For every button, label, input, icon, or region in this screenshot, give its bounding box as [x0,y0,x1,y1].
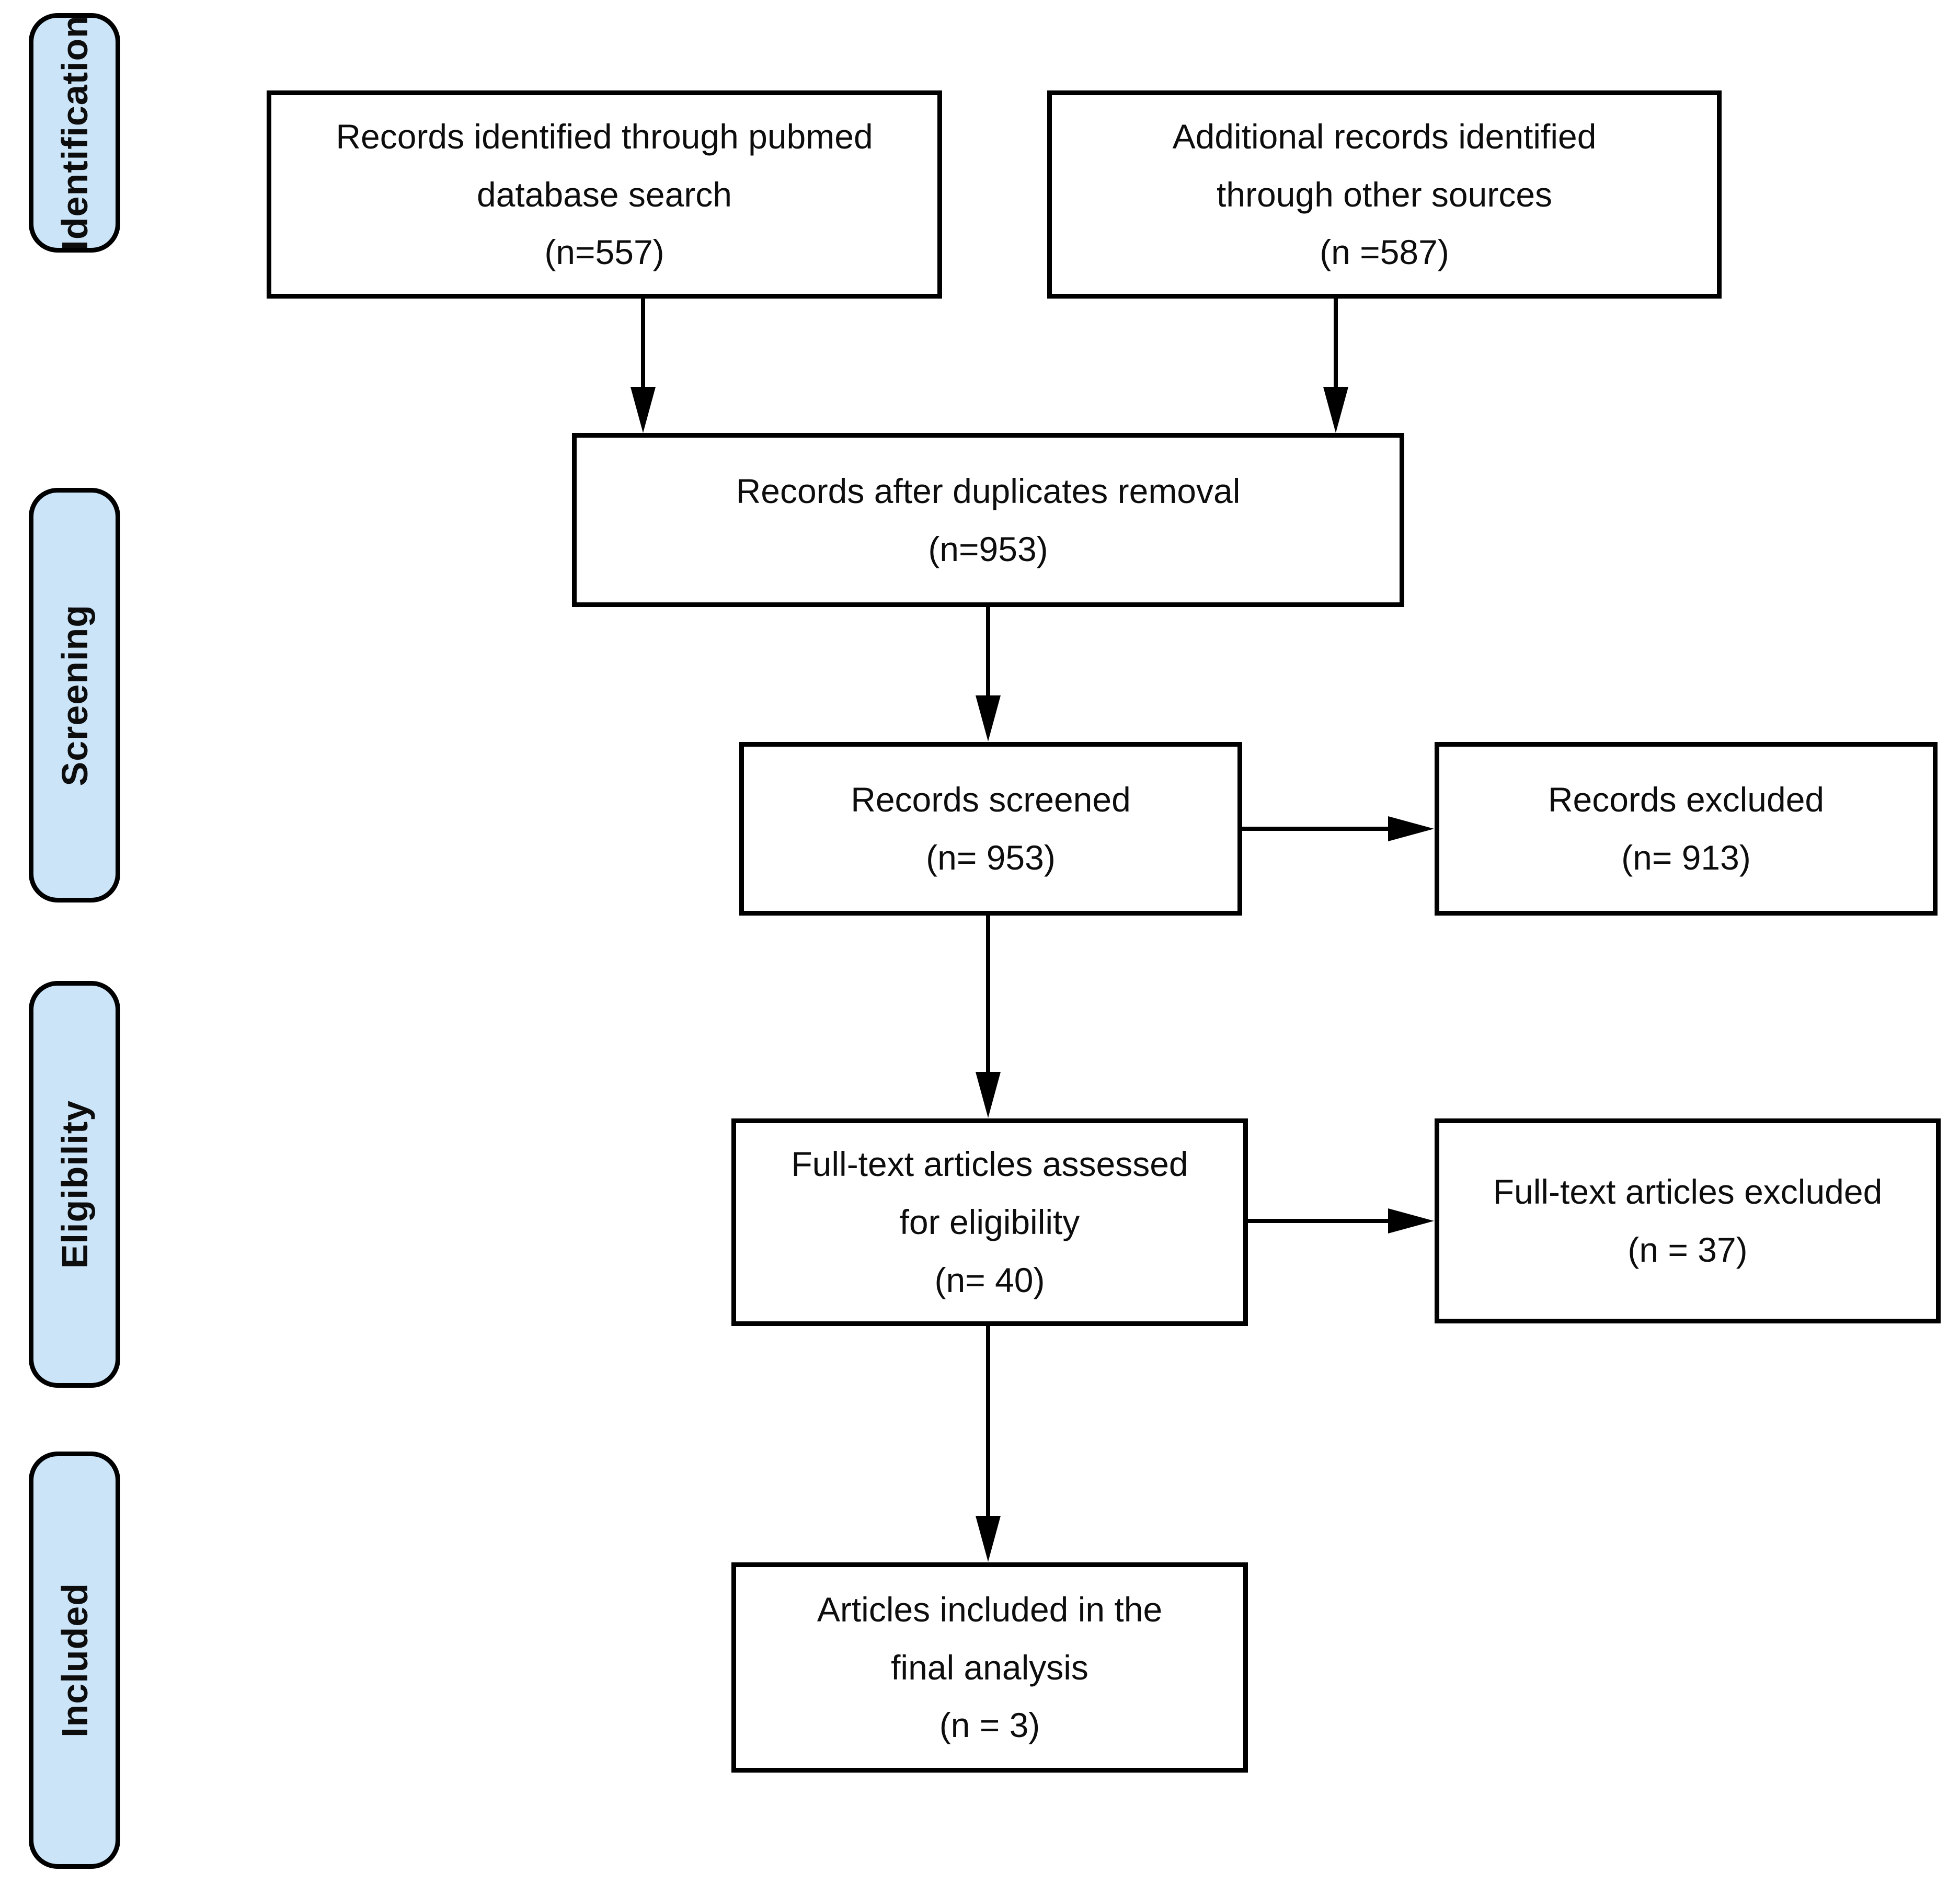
box-text-line: Records after duplicates removal [736,471,1241,510]
box-records-identified-pubmed: Records identified through pubmed databa… [267,90,942,299]
box-fulltext-excluded: Full-text articles excluded (n = 37) [1435,1118,1941,1323]
box-articles-included-final: Articles included in the final analysis … [731,1562,1248,1773]
box-records-screened: Records screened (n= 953) [739,742,1242,916]
arrow-duplicates-to-screened-line [986,607,990,698]
stage-screening: Screening [29,488,120,902]
stage-eligibility: Eligibility [29,981,120,1388]
box-count: (n=557) [544,233,664,272]
box-count: (n =587) [1320,233,1449,272]
box-records-excluded: Records excluded (n= 913) [1435,742,1938,916]
box-text-line: for eligibility [899,1203,1080,1242]
arrow-othersources-to-duplicates-head [1323,387,1348,433]
arrow-fulltext-to-ftexcluded-line [1248,1219,1391,1223]
stage-identification: Identification [29,13,120,253]
arrow-screened-to-excluded-head [1388,816,1434,841]
arrow-duplicates-to-screened-head [976,695,1001,741]
arrow-fulltext-to-included-line [986,1326,990,1518]
box-count: (n=953) [928,529,1048,568]
box-text-line: Records excluded [1548,780,1825,819]
box-count: (n= 40) [934,1260,1045,1299]
box-text-line: Full-text articles excluded [1493,1172,1883,1212]
box-text-line: through other sources [1216,175,1553,214]
box-count: (n = 3) [939,1706,1040,1745]
arrow-screened-to-fulltext-head [976,1072,1001,1118]
arrow-fulltext-to-ftexcluded-head [1388,1208,1434,1233]
box-text-line: Additional records identified [1172,117,1597,156]
box-text-line: Records screened [851,780,1131,819]
stage-included: Included [29,1452,120,1869]
box-fulltext-assessed: Full-text articles assessed for eligibil… [731,1118,1248,1326]
stage-included-label: Included [54,1583,95,1738]
box-text-line: final analysis [891,1648,1088,1687]
arrow-othersources-to-duplicates-line [1334,299,1338,390]
arrow-pubmed-to-duplicates-line [641,299,645,390]
box-text-line: Full-text articles assessed [791,1145,1188,1184]
arrow-screened-to-excluded-line [1242,827,1391,831]
stage-screening-label: Screening [54,604,95,786]
stage-identification-label: Identification [54,15,95,250]
arrow-fulltext-to-included-head [976,1516,1001,1562]
stage-eligibility-label: Eligibility [54,1100,95,1269]
box-count: (n= 953) [926,838,1056,877]
box-text-line: database search [476,175,732,214]
box-count: (n = 37) [1627,1230,1748,1269]
box-text-line: Records identified through pubmed [336,117,873,156]
box-records-after-duplicates-removal: Records after duplicates removal (n=953) [572,433,1404,607]
box-additional-records-other-sources: Additional records identified through ot… [1047,90,1722,299]
box-count: (n= 913) [1621,838,1751,877]
arrow-screened-to-fulltext-line [986,916,990,1075]
arrow-pubmed-to-duplicates-head [631,387,656,433]
box-text-line: Articles included in the [817,1590,1163,1629]
